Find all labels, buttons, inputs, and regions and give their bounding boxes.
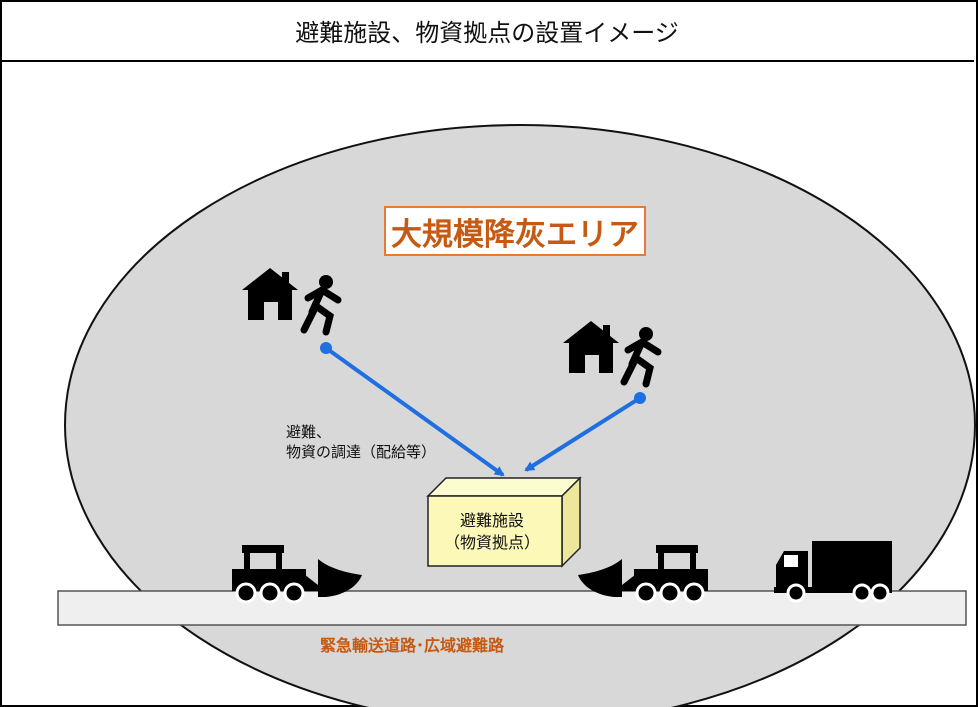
ashfall-area-label: 大規模降灰エリア xyxy=(384,206,646,256)
facility-label: 避難施設 （物資拠点） xyxy=(430,510,554,554)
evacuation-arrow-left xyxy=(320,342,505,477)
bulldozer-icon xyxy=(578,545,708,604)
house-icon xyxy=(242,268,298,320)
road-band xyxy=(57,590,967,626)
evacuation-facility-box xyxy=(426,476,582,568)
house-icon xyxy=(563,321,619,373)
truck-icon xyxy=(774,541,892,603)
evacuation-note-line2: 物資の調達（配給等） xyxy=(286,443,437,461)
evacuation-note: 避難、 物資の調達（配給等） xyxy=(286,422,436,462)
road-label: 緊急輸送道路･広域避難路 xyxy=(320,636,505,655)
evacuation-arrow-right xyxy=(524,392,646,472)
facility-label-line1: 避難施設 xyxy=(459,511,524,530)
evacuation-note-line1: 避難、 xyxy=(286,423,332,441)
figure-title: 避難施設、物資拠点の設置イメージ xyxy=(0,0,974,62)
facility-label-line2: （物資拠点） xyxy=(443,533,540,552)
running-person-icon xyxy=(620,327,662,388)
bulldozer-icon xyxy=(232,545,362,604)
ashfall-area-ellipse xyxy=(64,124,976,707)
running-person-icon xyxy=(300,275,342,336)
